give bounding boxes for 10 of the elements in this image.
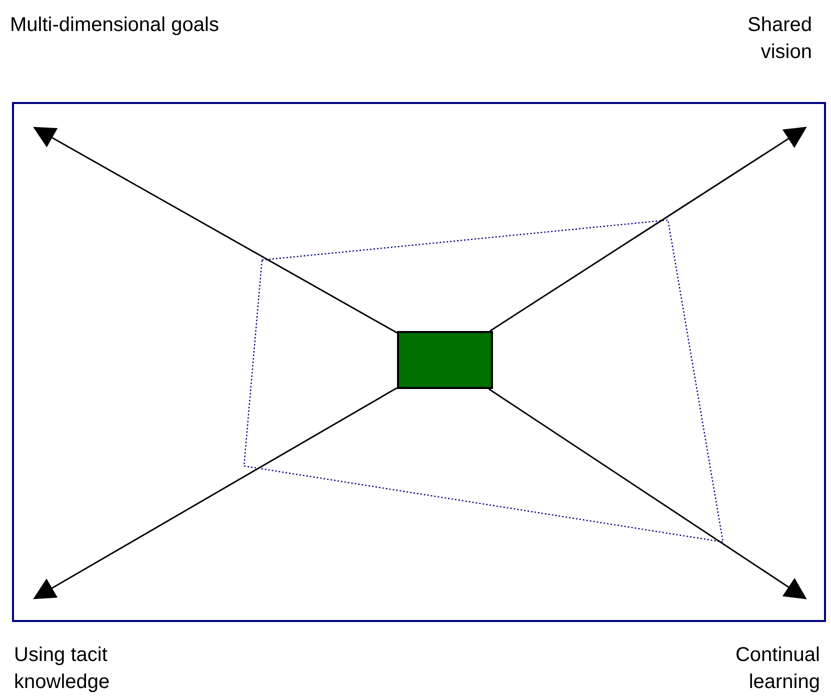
axis-label: Multi-dimensional goals	[10, 13, 220, 38]
arrow	[33, 387, 398, 600]
axis-label: Using tacit knowledge	[14, 643, 111, 695]
arrow	[490, 126, 807, 332]
center-box	[397, 331, 493, 389]
axis-label: Shared vision	[746, 13, 812, 65]
arrow	[33, 126, 398, 334]
frame-box	[12, 102, 826, 622]
arrow	[488, 388, 807, 600]
axis-label: Continual learning	[734, 643, 820, 695]
